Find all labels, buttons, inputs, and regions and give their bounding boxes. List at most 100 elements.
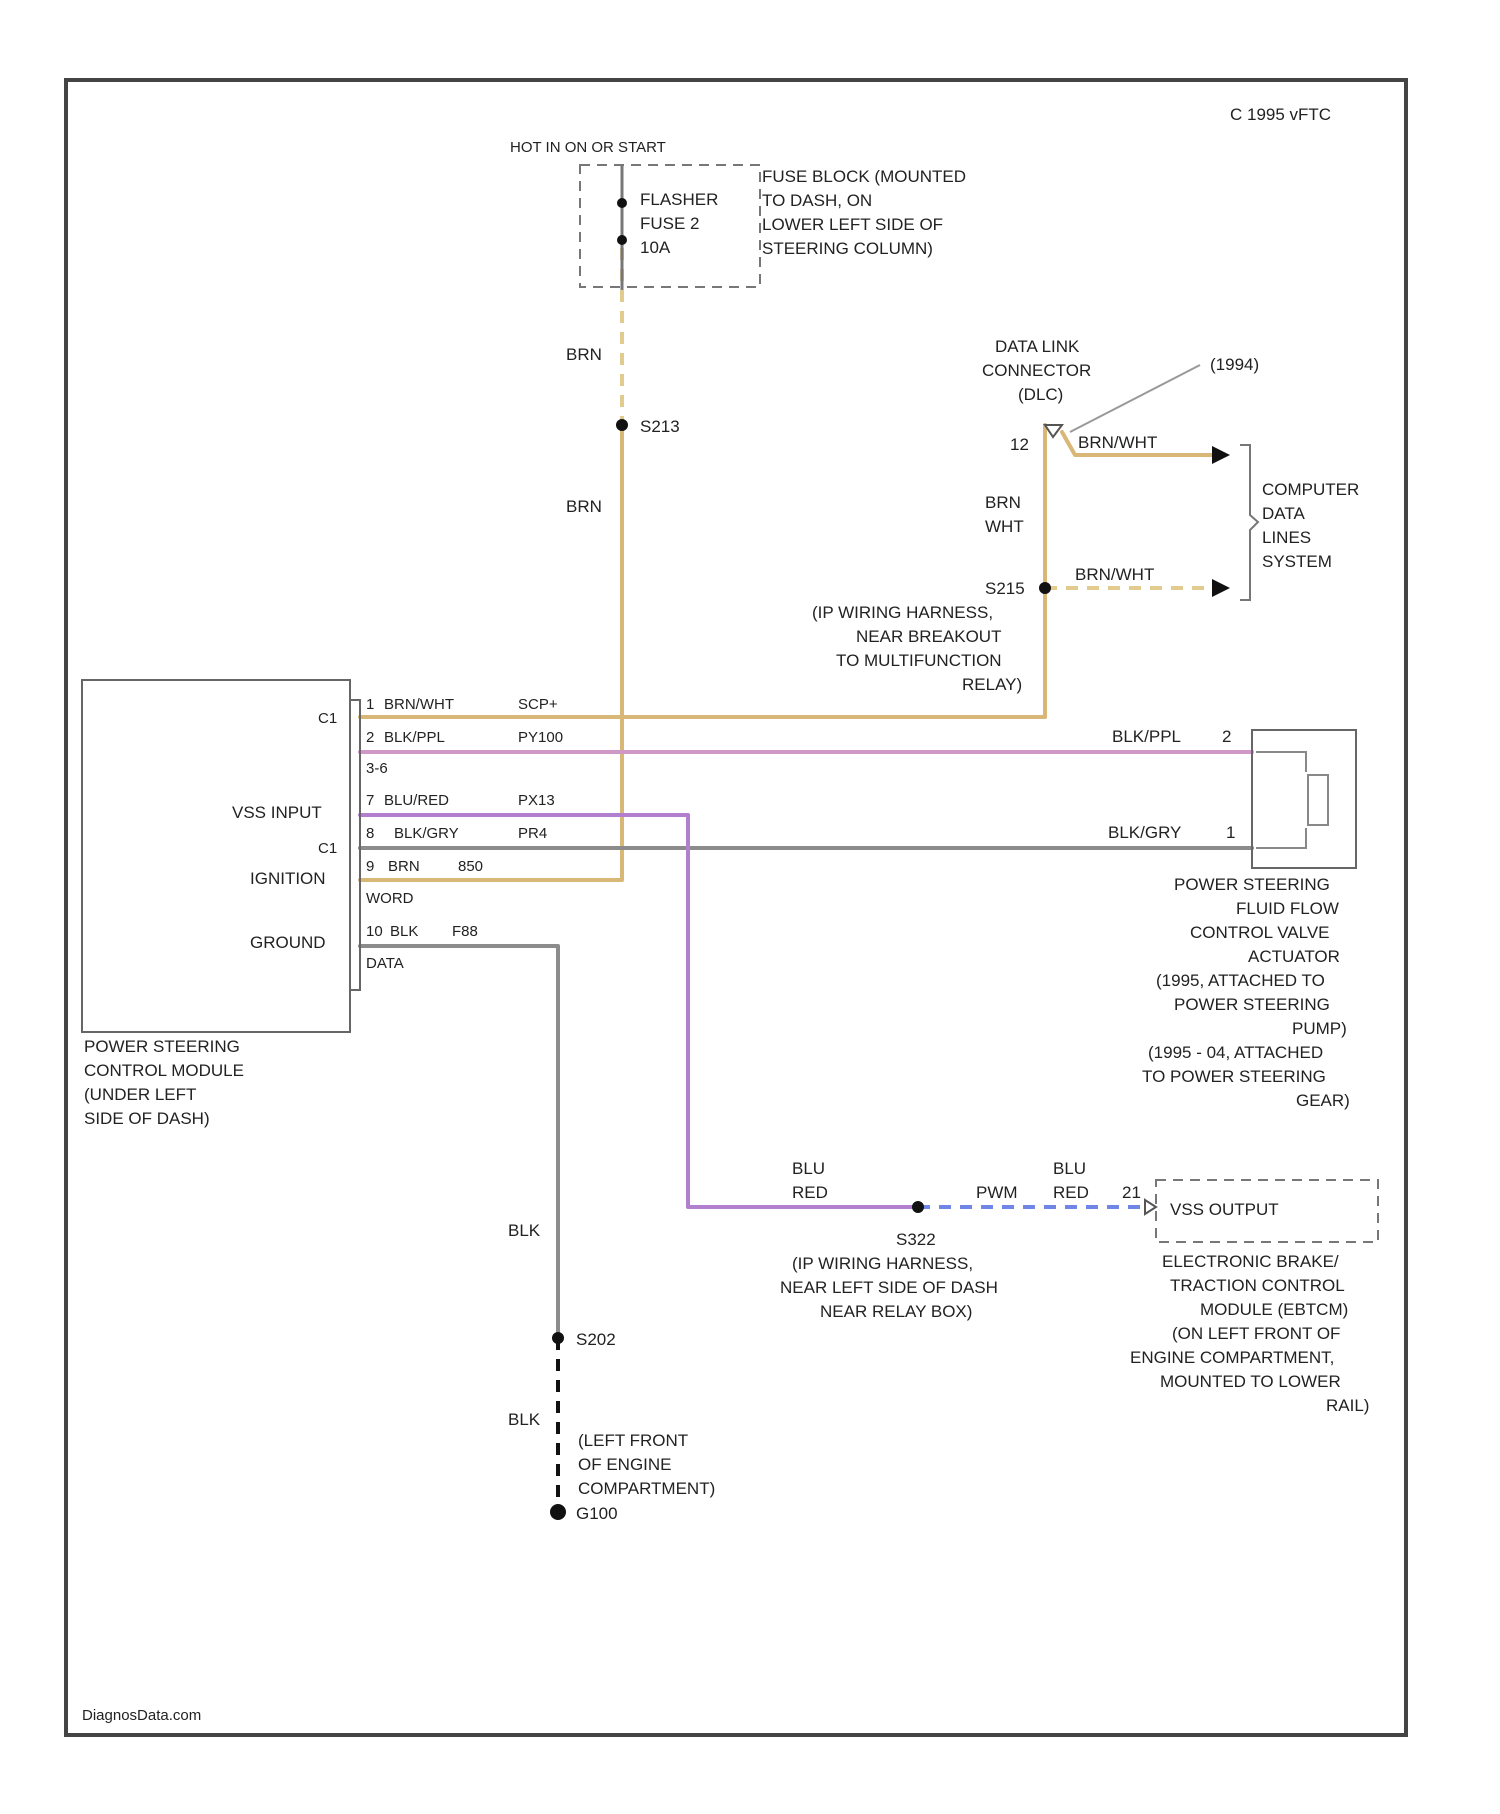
module-name-line: POWER STEERING [84, 1037, 240, 1056]
wire-blk-ground [360, 946, 558, 1338]
label-brn-wht-dlc: BRN/WHT [1078, 433, 1157, 452]
vss-splice-note-line: (IP WIRING HARNESS, [792, 1254, 973, 1273]
ground-g100-icon [550, 1504, 566, 1520]
ebtcm-name-line: (ON LEFT FRONT OF [1172, 1324, 1340, 1343]
ebtcm-box-label: VSS OUTPUT [1170, 1200, 1279, 1219]
actuator-name-line: POWER STEERING [1174, 875, 1330, 894]
ground-note-line: OF ENGINE [578, 1455, 672, 1474]
label-pin2: 2 [1222, 727, 1231, 746]
pin-number: 2 [366, 729, 374, 746]
computer-data-line: SYSTEM [1262, 552, 1332, 571]
scp-note-line: (IP WIRING HARNESS, [812, 603, 993, 622]
label-brn-wht-line: WHT [985, 517, 1024, 536]
actuator-coil-icon [1308, 775, 1328, 825]
pin-color: WORD [366, 890, 414, 907]
ebtcm-terminal [1145, 1200, 1156, 1214]
actuator-name-line: (1995 - 04, ATTACHED [1148, 1043, 1323, 1062]
actuator-name-line: TO POWER STEERING [1142, 1067, 1326, 1086]
module-ignition-label: IGNITION [250, 869, 326, 888]
label-brn-lower: BRN [566, 497, 602, 516]
module-name-line: (UNDER LEFT [84, 1085, 196, 1104]
pin-circuit: PY100 [518, 729, 563, 746]
ebtcm-name-line: MODULE (EBTCM) [1200, 1300, 1348, 1319]
label-brn-wht-s215: BRN/WHT [1075, 565, 1154, 584]
pin-number: 3-6 [366, 760, 388, 777]
module-name-line: SIDE OF DASH) [84, 1109, 210, 1128]
label-pin1: 1 [1226, 823, 1235, 842]
scp-note-line: RELAY) [962, 675, 1022, 694]
ebtcm-name-line: TRACTION CONTROL [1170, 1276, 1345, 1295]
ebtcm-name-line: MOUNTED TO LOWER [1160, 1372, 1341, 1391]
label-blu-red-left-line: BLU [792, 1159, 825, 1178]
vss-splice-note-line: NEAR RELAY BOX) [820, 1302, 972, 1321]
label-s213: S213 [640, 417, 680, 436]
computer-data-line: COMPUTER [1262, 480, 1359, 499]
module-ground-label: GROUND [250, 933, 326, 952]
pin-color: BLK [390, 923, 418, 940]
pin-number: 8 [366, 825, 374, 842]
pin-number: 10 [366, 923, 383, 940]
computer-data-line: LINES [1262, 528, 1311, 547]
pin-color: BRN [388, 858, 420, 875]
label-s322: S322 [896, 1230, 936, 1249]
wire-brn-ignition-feed [360, 425, 622, 880]
fuse-name-line: 10A [640, 238, 671, 257]
pin-color: BLK/PPL [384, 729, 445, 746]
dlc-name-line: CONNECTOR [982, 361, 1091, 380]
pin-circuit: 850 [458, 858, 483, 875]
actuator-name-line: ACTUATOR [1248, 947, 1340, 966]
fuse-block-line: FUSE BLOCK (MOUNTED [762, 167, 966, 186]
arrow-s215-branch [1212, 579, 1230, 597]
actuator-name-line: CONTROL VALVE [1190, 923, 1330, 942]
splice-s213 [616, 419, 628, 431]
dlc-name-line: DATA LINK [995, 337, 1080, 356]
pin-circuit: PX13 [518, 792, 555, 809]
label-pin21: 21 [1122, 1183, 1141, 1202]
ebtcm-name-line: ENGINE COMPARTMENT, [1130, 1348, 1334, 1367]
fuse-terminal-bottom [617, 235, 627, 245]
label-blk-ppl: BLK/PPL [1112, 727, 1181, 746]
pin-color: DATA [366, 955, 404, 972]
computer-data-line: DATA [1262, 504, 1305, 523]
label-pwm: PWM [976, 1183, 1018, 1202]
pin-circuit: SCP+ [518, 696, 558, 713]
label-blu-red-right-line: BLU [1053, 1159, 1086, 1178]
pin-color: BLK/GRY [394, 825, 459, 842]
actuator-coil-icon [1256, 752, 1306, 848]
ground-note-line: (LEFT FRONT [578, 1431, 688, 1450]
pin-circuit: PR4 [518, 825, 547, 842]
pin-number: 7 [366, 792, 374, 809]
footer-brand: DiagnosData.com [82, 1707, 201, 1724]
label-blk-dash: BLK [508, 1410, 541, 1429]
dlc-callout: (1994) [1210, 355, 1259, 374]
computer-data-bracket [1240, 445, 1258, 600]
actuator-name-line: (1995, ATTACHED TO [1156, 971, 1325, 990]
splice-s215 [1039, 582, 1051, 594]
label-brn-wht-line: BRN [985, 493, 1021, 512]
scp-note-line: NEAR BREAKOUT [856, 627, 1001, 646]
model-code: C 1995 vFTC [1230, 105, 1331, 124]
label-pin12: 12 [1010, 435, 1029, 454]
module-vss-label: VSS INPUT [232, 803, 322, 822]
label-blu-red-left-line: RED [792, 1183, 828, 1202]
label-brn-upper: BRN [566, 345, 602, 364]
power-steering-control-module [82, 680, 350, 1032]
fuse-name-line: FLASHER [640, 190, 718, 209]
fuse-name-line: FUSE 2 [640, 214, 700, 233]
pin-color: BLU/RED [384, 792, 449, 809]
actuator-name-line: FLUID FLOW [1236, 899, 1339, 918]
label-s202: S202 [576, 1330, 616, 1349]
wire-blu-red-vss [360, 815, 918, 1207]
splice-s202 [552, 1332, 564, 1344]
module-connector-label: C1 [318, 710, 337, 727]
module-connector-label: C1 [318, 840, 337, 857]
label-blu-red-right-line: RED [1053, 1183, 1089, 1202]
fuse-block-line: TO DASH, ON [762, 191, 872, 210]
pin-number: 9 [366, 858, 374, 875]
dlc-terminal [1045, 425, 1062, 437]
scp-note-line: TO MULTIFUNCTION [836, 651, 1002, 670]
actuator-name-line: POWER STEERING [1174, 995, 1330, 1014]
arrow-dlc-branch [1212, 446, 1230, 464]
pin-circuit: F88 [452, 923, 478, 940]
